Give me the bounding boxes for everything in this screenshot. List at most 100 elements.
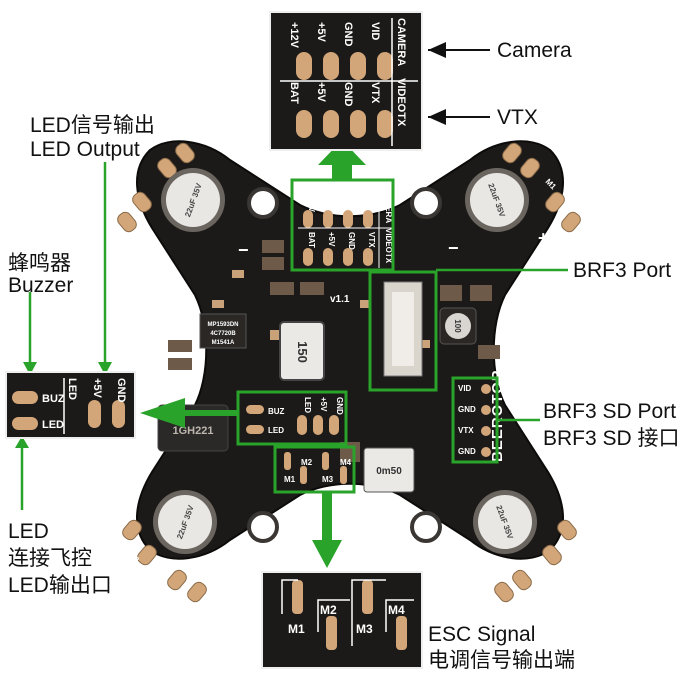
svg-text:0m50: 0m50 [376, 466, 402, 477]
svg-text:GND: GND [458, 405, 476, 414]
green-arrowheads [15, 362, 112, 448]
svg-text:+12V: +12V [288, 22, 300, 49]
svg-text:+5V: +5V [315, 22, 327, 43]
onboard-led-pads: BUZ LED LED +5V GND [246, 397, 344, 435]
svg-text:BAT: BAT [333, 535, 349, 544]
camvtx-box-pads [296, 52, 393, 138]
label-buzzer-en: Buzzer [8, 274, 73, 297]
highlight-esc [273, 445, 356, 494]
callout-labels: Camera VTX LED信号输出 LED Output 蜂鸣器 Buzzer… [8, 39, 680, 672]
svg-text:LED: LED [66, 378, 78, 400]
inductor-main: 150 [279, 321, 325, 381]
capacitors: 22uF 35V 22uF 35V 22uF 35V 22uF 35V [153, 168, 537, 554]
svg-text:+: + [538, 228, 549, 248]
onboard-sd-pads: VID GND VTX GND [458, 384, 491, 457]
svg-text:BAT: BAT [288, 82, 300, 104]
svg-text:+5V: +5V [327, 232, 336, 247]
svg-text:M2: M2 [320, 603, 337, 617]
polarity-marks: + − − + − + + + BAT [138, 228, 549, 589]
svg-text:LED: LED [268, 426, 284, 435]
pointer-arrows [428, 42, 490, 125]
label-camera: Camera [497, 39, 572, 62]
arrow-left [140, 398, 238, 428]
svg-text:−: − [448, 238, 459, 258]
svg-text:M3: M3 [322, 475, 334, 484]
arrow-down [312, 492, 342, 568]
svg-text:+: + [138, 228, 149, 248]
callout-camvtx-box: +12V +5V GND VID CAMERA BAT +5V GND VTX … [269, 11, 423, 151]
label-esc-signal-en: ESC Signal [428, 623, 535, 646]
svg-text:+: + [465, 569, 476, 589]
label-buzzer-cn: 蜂鸣器 [8, 252, 71, 275]
inductor-small: 100 [439, 307, 477, 345]
svg-text:VTX: VTX [369, 82, 381, 104]
esc-box-pads [292, 580, 407, 650]
arm-pads [117, 142, 581, 603]
svg-text:M3: M3 [127, 550, 142, 565]
pcb-board: 22uF 35V 22uF 35V 22uF 35V 22uF 35V + − [117, 140, 581, 603]
highlight-led [236, 390, 348, 446]
capacitor-br: 22uF 35V [473, 490, 537, 554]
svg-text:+: + [394, 543, 406, 565]
svg-text:LED: LED [42, 419, 64, 431]
onboard-camvtx-pads: +12V +5V GND VID CAMERA BAT +5V GND VTX … [298, 184, 393, 268]
svg-text:VIDEOTX: VIDEOTX [384, 228, 393, 264]
svg-text:M2: M2 [123, 169, 138, 184]
svg-text:+5V: +5V [91, 378, 103, 399]
label-led-connect-en: LED [8, 520, 49, 543]
label-led-connect-cn1: 连接飞控 [8, 547, 92, 570]
camvtx-box-labels: +12V +5V GND VID CAMERA BAT +5V GND VTX … [288, 18, 407, 127]
capacitor-bl: 22uF 35V [153, 490, 217, 554]
label-brf3-port: BRF3 Port [573, 259, 671, 282]
svg-text:CAMERA: CAMERA [384, 188, 393, 223]
arrow-up [318, 140, 366, 180]
svg-text:LED: LED [303, 397, 312, 413]
svg-text:−: − [238, 240, 249, 260]
svg-text:CAMERA: CAMERA [395, 18, 407, 66]
regulator-chip: MP1593DN 4C7720B M1541A [199, 313, 247, 349]
capacitor-tr: 22uF 35V [465, 168, 529, 232]
svg-text:GND: GND [347, 232, 356, 250]
svg-text:MP1593DN: MP1593DN [207, 322, 238, 328]
svg-text:M2: M2 [301, 458, 313, 467]
callout-led-box: BUZ LED LED +5V GND [5, 371, 136, 439]
capacitor-tl: 22uF 35V [161, 168, 225, 232]
svg-text:GND: GND [347, 193, 356, 211]
svg-text:GND: GND [342, 82, 354, 107]
svg-text:−: − [285, 539, 296, 559]
onboard-camvtx-labels: +12V +5V GND VID CAMERA BAT +5V GND VTX … [307, 188, 393, 264]
svg-text:BAT: BAT [307, 232, 316, 248]
svg-text:+5V: +5V [319, 397, 328, 412]
svg-text:1GH221: 1GH221 [173, 425, 214, 437]
brf3-connector [383, 281, 423, 377]
svg-text:BUZ: BUZ [42, 393, 65, 405]
svg-text:M4: M4 [340, 458, 352, 467]
svg-text:GND: GND [342, 22, 354, 47]
svg-text:+5V: +5V [327, 193, 336, 208]
label-brf3-sd-port-cn: BRF3 SD 接口 [543, 427, 680, 450]
svg-text:GND: GND [458, 447, 476, 456]
label-led-connect-cn2: LED输出口 [8, 574, 112, 597]
svg-text:M1: M1 [288, 622, 305, 636]
svg-text:M1: M1 [284, 475, 296, 484]
green-leader-lines [20, 162, 568, 510]
svg-text:+12V: +12V [307, 193, 316, 213]
svg-text:VIDEOTX: VIDEOTX [395, 78, 407, 127]
svg-text:+: + [203, 562, 214, 582]
label-brf3-sd-port-en: BRF3 SD Port [543, 400, 676, 423]
svg-text:+5V: +5V [315, 82, 327, 103]
label-led-output-en: LED Output [30, 138, 140, 161]
svg-text:M3: M3 [356, 622, 373, 636]
svg-text:VTX: VTX [367, 232, 376, 248]
smd-components [168, 240, 500, 370]
svg-text:GND: GND [115, 378, 127, 403]
svg-text:M1541A: M1541A [212, 340, 235, 346]
highlight-brf3 [368, 270, 438, 392]
led-box-pads [12, 391, 125, 430]
svg-text:GND: GND [335, 397, 344, 415]
svg-text:VID: VID [367, 193, 376, 207]
label-vtx: VTX [497, 106, 538, 129]
label-esc-signal-cn: 电调信号输出端 [428, 649, 575, 672]
green-arrows [140, 140, 366, 568]
